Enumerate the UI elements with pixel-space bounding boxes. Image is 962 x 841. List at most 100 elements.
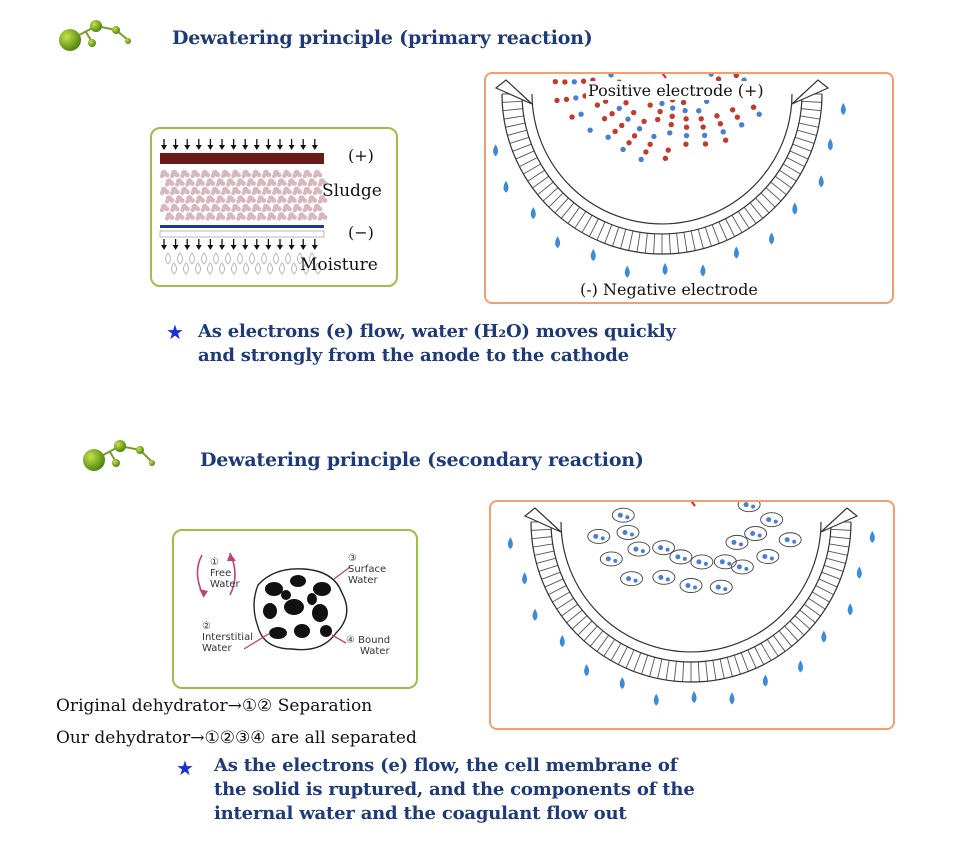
sludge-particle <box>307 212 318 221</box>
sludge-particle <box>195 212 205 221</box>
sludge-particle <box>297 178 307 187</box>
sludge-particle <box>272 169 282 179</box>
sludge-particle <box>195 195 205 204</box>
solid-particle-diagram <box>196 552 351 651</box>
solid-blob <box>269 627 287 639</box>
sludge-particle <box>277 178 287 187</box>
sludge-particle <box>190 169 200 179</box>
moisture-drop <box>249 252 255 265</box>
right-flap <box>791 79 830 105</box>
moisture-drop <box>231 262 237 275</box>
moisture-drop <box>279 262 285 275</box>
sludge-particle <box>266 178 277 187</box>
left-flap <box>523 507 562 533</box>
mesh-ring <box>501 93 823 255</box>
sludge-particle <box>185 195 195 204</box>
water-drop-icon <box>522 572 528 585</box>
sludge-particle <box>170 186 180 196</box>
top-arrows <box>161 139 318 150</box>
solid-blob <box>312 604 328 622</box>
water-drop-icon <box>493 144 499 157</box>
spark <box>690 502 696 507</box>
free-water-label: ① Free Water <box>210 557 240 590</box>
sludge-particle <box>200 169 211 179</box>
water-drop-icon <box>503 180 509 193</box>
moisture-drop <box>285 252 291 265</box>
water-types-panel: ① Free Water ② Interstitial Water ③ Surf… <box>172 529 418 689</box>
cathode-plate <box>159 225 325 238</box>
sludge-particle <box>170 203 180 213</box>
sludge-particle <box>221 203 231 213</box>
sludge-particle <box>215 195 226 204</box>
moisture-drop <box>189 252 195 265</box>
moisture-drop <box>297 252 303 265</box>
molecule-icon <box>59 20 131 51</box>
sludge-particle <box>312 203 323 213</box>
sludge-particle <box>231 186 241 196</box>
bottom-arrows <box>161 239 318 250</box>
mesh-ring <box>530 521 852 683</box>
sludge-particle <box>205 178 216 187</box>
sludge-particle <box>226 178 236 187</box>
section2-note-line2: the solid is ruptured, and the component… <box>214 779 695 800</box>
bound-water-label: ④ Bound Water <box>346 635 391 657</box>
section1-title: Dewatering principle (primary reaction) <box>172 27 593 49</box>
electrode-panel-primary: RST Positive electrode (+) (-) Negative … <box>484 72 894 304</box>
sludge-particle <box>231 203 241 213</box>
sludge-particle <box>226 212 236 221</box>
sludge-particle <box>302 186 313 196</box>
sludge-particle <box>226 195 236 204</box>
section1-note: As electrons (e) flow, water (H₂O) moves… <box>198 320 838 368</box>
section2-title: Dewatering principle (secondary reaction… <box>200 449 644 471</box>
sludge-particle <box>175 178 185 187</box>
sludge-particle <box>266 195 277 204</box>
moisture-drop <box>207 262 213 275</box>
sludge-particle <box>277 212 287 221</box>
solid-blob <box>265 582 283 596</box>
moisture-drop <box>309 252 315 265</box>
sludge-particle <box>292 186 302 196</box>
sludge-particle <box>180 169 190 179</box>
sludge-particle <box>251 186 262 196</box>
moisture-drop <box>201 252 207 265</box>
minus-label: (−) <box>348 223 374 242</box>
water-drop-icon <box>590 249 596 262</box>
water-drop-icon <box>840 102 846 115</box>
negative-electrode-label: (-) Negative electrode <box>580 280 758 299</box>
sludge-particle <box>159 203 170 213</box>
sludge-diagram <box>159 139 328 275</box>
water-drop-icon <box>584 664 590 677</box>
water-drop-icon <box>818 175 824 188</box>
sludge-particle <box>205 195 216 204</box>
sludge-particle <box>277 195 287 204</box>
sludge-particle <box>256 178 267 187</box>
sludge-particle <box>175 195 185 204</box>
moisture-drop <box>219 262 225 275</box>
moisture-drop <box>261 252 267 265</box>
sludge-particle <box>251 203 262 213</box>
sludge-particle <box>256 212 267 221</box>
moisture-drop <box>195 262 201 275</box>
water-drops <box>507 530 875 706</box>
section2-note-line1: As the electrons (e) flow, the cell memb… <box>214 755 678 776</box>
sludge-label: Sludge <box>322 181 382 201</box>
sludge-particle <box>292 169 302 179</box>
sludge-particle <box>236 178 246 187</box>
solid-blob <box>290 575 306 587</box>
sludge-particle <box>307 195 318 204</box>
moisture-drop <box>165 252 171 265</box>
solid-blob <box>281 590 291 600</box>
sludge-particle <box>246 212 256 221</box>
water-drop-icon <box>700 264 706 277</box>
moisture-drop <box>303 262 309 275</box>
section1-note-line2: and strongly from the anode to the catho… <box>198 345 629 366</box>
moisture-drop <box>243 262 249 275</box>
moisture-drop <box>225 252 231 265</box>
sludge-particle <box>210 186 221 196</box>
moisture-drop <box>183 262 189 275</box>
sludge-particle <box>261 203 272 213</box>
sludge-particle <box>164 195 175 204</box>
water-drop-icon <box>559 635 565 648</box>
water-drop-icon <box>847 603 853 616</box>
sludge-particle <box>185 212 195 221</box>
